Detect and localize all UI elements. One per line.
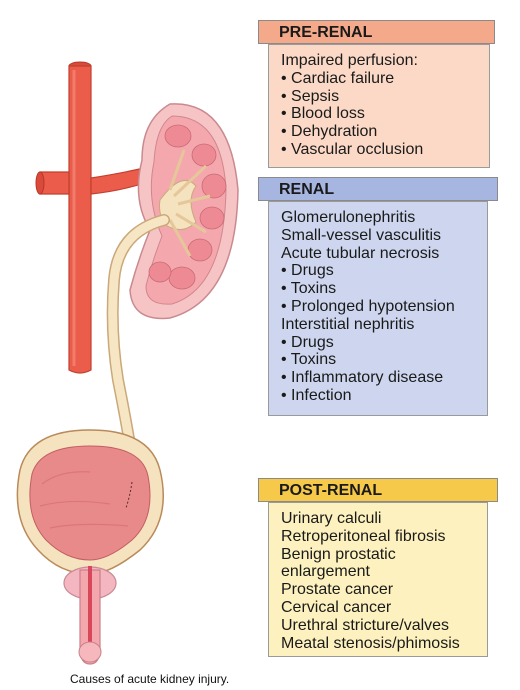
postrenal-line: Urinary calculi [281, 510, 382, 527]
postrenal-line: Prostate cancer [281, 581, 394, 599]
postrenal-line: Urethral stricture/valves [281, 616, 450, 634]
figure-caption: Causes of acute kidney injury. [70, 672, 230, 686]
renal-line: Interstitial nephritis [281, 315, 415, 333]
postrenal-line: Meatal stenosis/phimosis [281, 634, 460, 652]
renal-line: • Infection [281, 386, 352, 404]
prerenal-line: • Dehydration [281, 123, 378, 141]
renal-line: • Drugs [281, 333, 334, 351]
prerenal-line: Impaired perfusion: [281, 52, 418, 69]
prerenal-line: • Sepsis [281, 87, 340, 105]
prerenal-line: • Cardiac failure [281, 69, 395, 87]
prerenal-header: PRE-RENAL [258, 20, 495, 44]
postrenal-line: Retroperitoneal fibrosis [281, 527, 446, 545]
renal-box: Glomerulonephritis Small-vessel vasculit… [268, 201, 488, 416]
postrenal-line: enlargement [281, 563, 370, 581]
urethra [78, 566, 102, 665]
renal-line: • Toxins [281, 280, 337, 298]
renal-line: Glomerulonephritis [281, 209, 416, 226]
prerenal-box: Impaired perfusion: • Cardiac failure • … [268, 44, 490, 168]
renal-line: • Prolonged hypotension [281, 297, 455, 315]
prerenal-line: • Vascular occlusion [281, 140, 424, 158]
postrenal-line: Cervical cancer [281, 598, 392, 616]
anatomy-illustration [16, 61, 239, 665]
postrenal-header: POST-RENAL [258, 478, 498, 502]
renal-header: RENAL [258, 177, 498, 201]
renal-line: Small-vessel vasculitis [281, 226, 442, 244]
renal-line: Acute tubular necrosis [281, 244, 440, 262]
renal-line: • Toxins [281, 351, 337, 369]
prerenal-line: • Blood loss [281, 105, 365, 123]
kidney [129, 103, 239, 320]
aorta [68, 61, 92, 374]
renal-line: • Drugs [281, 262, 334, 280]
postrenal-line: Benign prostatic [281, 545, 396, 563]
postrenal-box: Urinary calculi Retroperitoneal fibrosis… [268, 502, 488, 657]
renal-line: • Inflammatory disease [281, 369, 444, 387]
bladder [16, 429, 164, 575]
